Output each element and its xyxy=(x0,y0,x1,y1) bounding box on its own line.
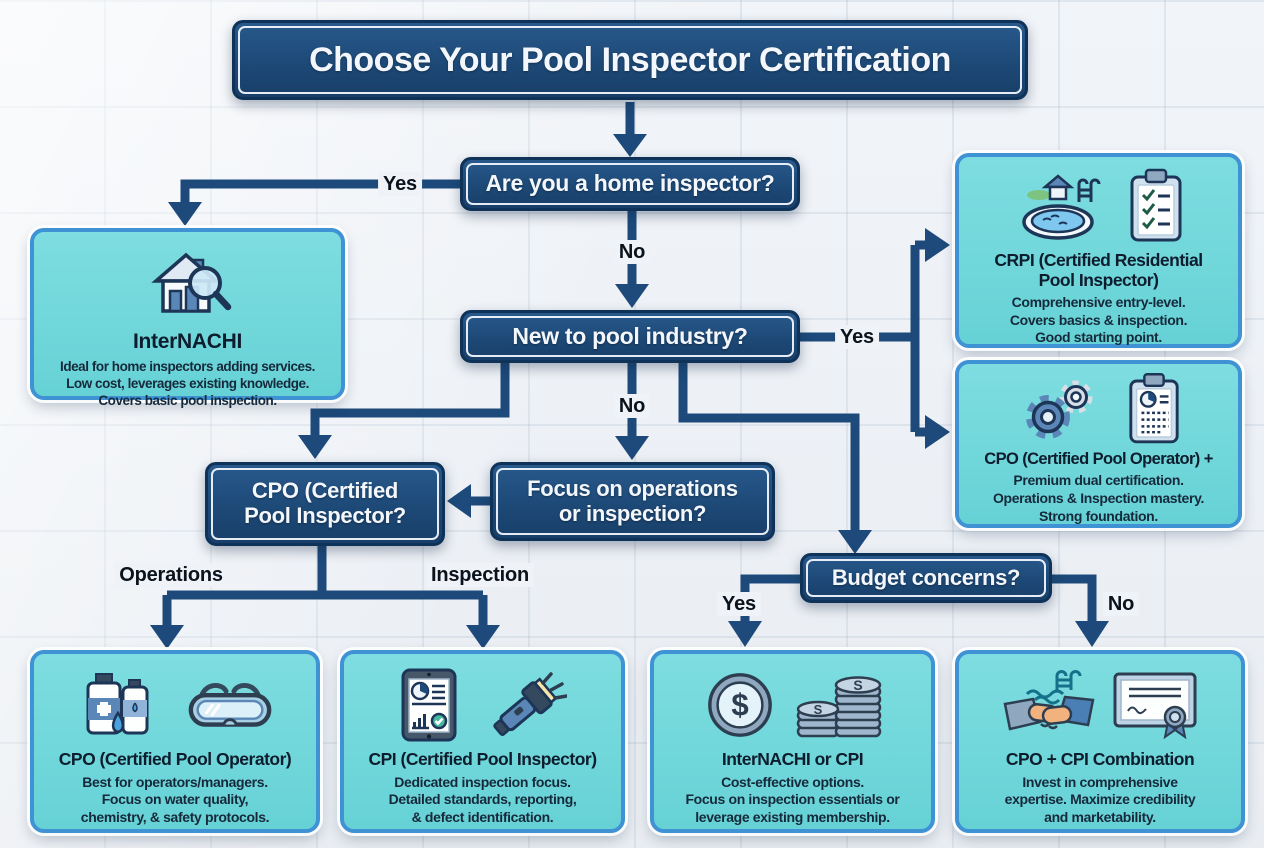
arrowhead-down-budget xyxy=(838,530,872,554)
card-cpo-cpi-combo: CPO + CPI Combination Invest in comprehe… xyxy=(955,650,1245,833)
coin-stacks-icon: S S xyxy=(796,676,881,738)
card-internachi: InterNACHI Ideal for home inspectors add… xyxy=(30,228,345,408)
label-new-yes: Yes xyxy=(835,325,879,349)
node-cpo-text: CPO (Certified Pool Inspector? xyxy=(244,478,406,528)
certificate-icon xyxy=(1113,672,1197,740)
gears-icon xyxy=(1025,380,1092,439)
arrowhead-right-crpi xyxy=(925,228,950,262)
handshake-pool-icon xyxy=(1003,670,1095,731)
crpi-body: Comprehensive entry-level. Covers basics… xyxy=(1009,294,1188,346)
cpo-plus-icons xyxy=(1016,372,1182,446)
node-focus-question: Focus on operations or inspection? xyxy=(490,462,775,541)
cpo-title: CPO (Certified Pool Operator) xyxy=(58,749,292,769)
cpo-plus-title: CPO (Certified Pool Operator) + xyxy=(984,450,1213,468)
node-focus-text: Focus on operations or inspection? xyxy=(527,475,738,526)
flashlight-icon xyxy=(492,672,567,736)
combo-icons xyxy=(1001,664,1199,746)
arrowhead-down-internachi-or-cpi xyxy=(728,621,762,647)
dollar-coin-icon: $ xyxy=(707,673,772,737)
label-home-no: No xyxy=(613,240,651,264)
card-crpi: CRPI (Certified Residential Pool Inspect… xyxy=(955,153,1242,348)
crpi-icons xyxy=(1013,165,1185,247)
arrowhead-down-newpool xyxy=(615,284,649,308)
cpi-body: Dedicated inspection focus. Detailed sta… xyxy=(388,773,577,825)
chemicals-icon xyxy=(86,673,149,735)
label-operations: Operations xyxy=(114,563,228,587)
internachi-body: Ideal for home inspectors adding service… xyxy=(60,358,315,408)
arrowhead-down-cpi-outcome xyxy=(466,625,500,649)
arrowhead-down-internachi xyxy=(168,202,202,226)
arrowhead-left-cpo-node xyxy=(447,484,471,518)
label-budget-yes: Yes xyxy=(717,592,761,616)
internachi-or-cpi-title: InterNACHI or CPI xyxy=(721,749,864,769)
node-new-to-pool-question: New to pool industry? xyxy=(460,310,800,363)
pool-house-icon xyxy=(1021,174,1100,240)
cpi-title: CPI (Certified Pool Inspector) xyxy=(368,749,597,769)
report-clipboard-icon xyxy=(1128,373,1179,444)
combo-title: CPO + CPI Combination xyxy=(1005,749,1195,769)
edge-cpo-node-split xyxy=(162,544,488,627)
checklist-clipboard-icon xyxy=(1130,168,1181,242)
label-new-no: No xyxy=(613,394,651,418)
edge-budget-no xyxy=(1050,574,1097,623)
node-budget-question: Budget concerns? xyxy=(800,553,1052,603)
node-home-inspector-question: Are you a home inspector? xyxy=(460,157,800,211)
coin-s-symbol: S xyxy=(853,677,862,693)
node-cpo-question: CPO (Certified Pool Inspector? xyxy=(205,462,445,546)
arrowhead-right-cpo-plus xyxy=(925,415,950,449)
tablet-report-icon xyxy=(401,668,456,742)
card-cpi: CPI (Certified Pool Inspector) Dedicated… xyxy=(340,650,625,833)
internachi-or-cpi-body: Cost-effective options. Focus on inspect… xyxy=(685,773,900,825)
internachi-title: InterNACHI xyxy=(132,330,242,353)
card-internachi-or-cpi: $ S S InterNACHI or xyxy=(650,650,935,833)
page-title-text: Choose Your Pool Inspector Certification xyxy=(309,40,951,79)
internachi-or-cpi-icons: $ S S xyxy=(704,664,882,746)
card-cpo-plus: CPO (Certified Pool Operator) + Premium … xyxy=(955,360,1242,528)
cpo-plus-body: Premium dual certification. Operations &… xyxy=(992,472,1205,524)
node-new-to-pool-text: New to pool industry? xyxy=(512,322,748,349)
arrowhead-down-cpo-node xyxy=(298,435,332,459)
dollar-symbol: $ xyxy=(731,688,748,723)
card-cpo-operator: CPO (Certified Pool Operator) Best for o… xyxy=(30,650,320,833)
edge-home-yes-to-internachi xyxy=(180,179,460,204)
internachi-icons xyxy=(142,242,234,326)
label-home-yes: Yes xyxy=(378,172,422,196)
arrowhead-down-focus xyxy=(615,436,649,460)
label-inspection: Inspection xyxy=(425,563,535,587)
node-budget-text: Budget concerns? xyxy=(831,564,1021,590)
crpi-title: CRPI (Certified Residential Pool Inspect… xyxy=(994,250,1203,290)
house-magnifier-icon xyxy=(150,252,231,313)
cpo-icons xyxy=(73,664,277,746)
page-title: Choose Your Pool Inspector Certification xyxy=(232,20,1028,100)
edge-newpool-to-cpo-node xyxy=(310,362,510,437)
edge-newpool-to-budget xyxy=(678,362,860,532)
arrowhead-down-home-inspector xyxy=(613,134,647,157)
goggles-icon xyxy=(188,683,272,727)
arrowhead-down-cpo-outcome xyxy=(150,625,184,649)
cpi-icons xyxy=(399,664,567,746)
arrowhead-down-combo xyxy=(1075,621,1109,647)
node-home-inspector-text: Are you a home inspector? xyxy=(485,170,775,197)
coin-s-symbol: S xyxy=(813,702,822,717)
cpo-body: Best for operators/managers. Focus on wa… xyxy=(80,773,270,825)
combo-body: Invest in comprehensive expertise. Maxim… xyxy=(1004,773,1196,825)
label-budget-no: No xyxy=(1102,592,1140,616)
